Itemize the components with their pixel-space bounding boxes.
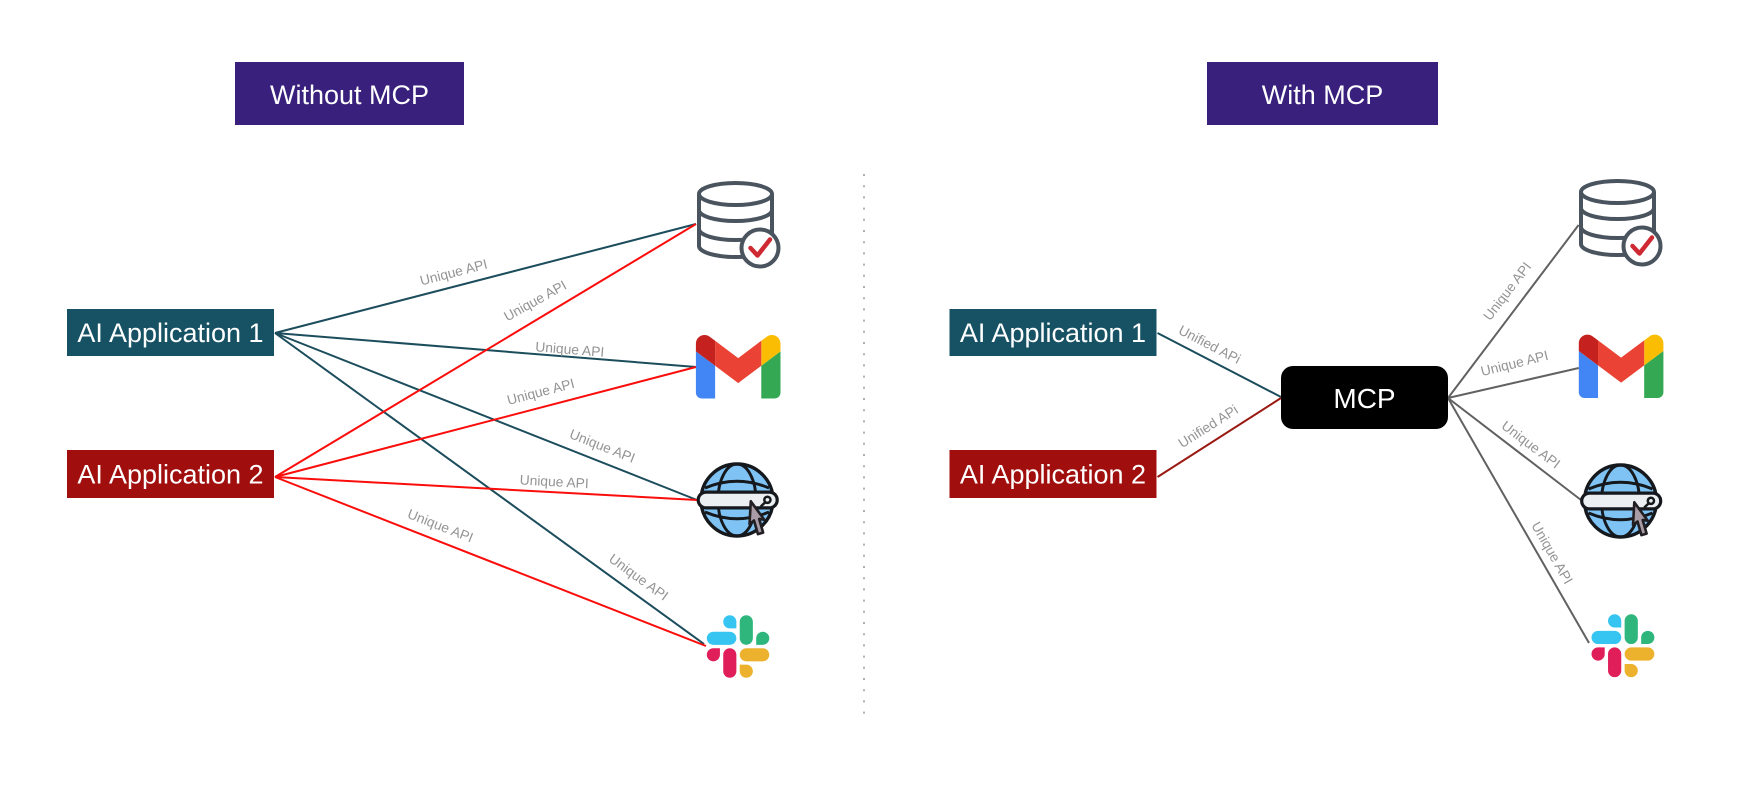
svg-text:Unique API: Unique API [567, 426, 637, 465]
svg-text:Unique API: Unique API [519, 472, 589, 491]
svg-text:Unique API: Unique API [501, 278, 569, 325]
svg-text:Unique API: Unique API [1528, 519, 1575, 586]
svg-text:Unique API: Unique API [418, 257, 489, 289]
svg-text:AI Application 1: AI Application 1 [960, 318, 1146, 348]
svg-text:AI Application 2: AI Application 2 [77, 460, 263, 490]
svg-text:Unique API: Unique API [405, 506, 475, 545]
svg-text:Unique API: Unique API [1479, 348, 1550, 379]
svg-text:Without MCP: Without MCP [270, 80, 429, 110]
svg-text:AI Application 1: AI Application 1 [77, 318, 263, 348]
svg-text:Unique API: Unique API [535, 339, 605, 359]
svg-text:With MCP: With MCP [1262, 80, 1384, 110]
svg-text:AI Application 2: AI Application 2 [960, 460, 1146, 490]
svg-text:Unique API: Unique API [506, 376, 577, 408]
svg-text:Unique API: Unique API [1480, 259, 1534, 323]
svg-text:MCP: MCP [1333, 383, 1395, 414]
